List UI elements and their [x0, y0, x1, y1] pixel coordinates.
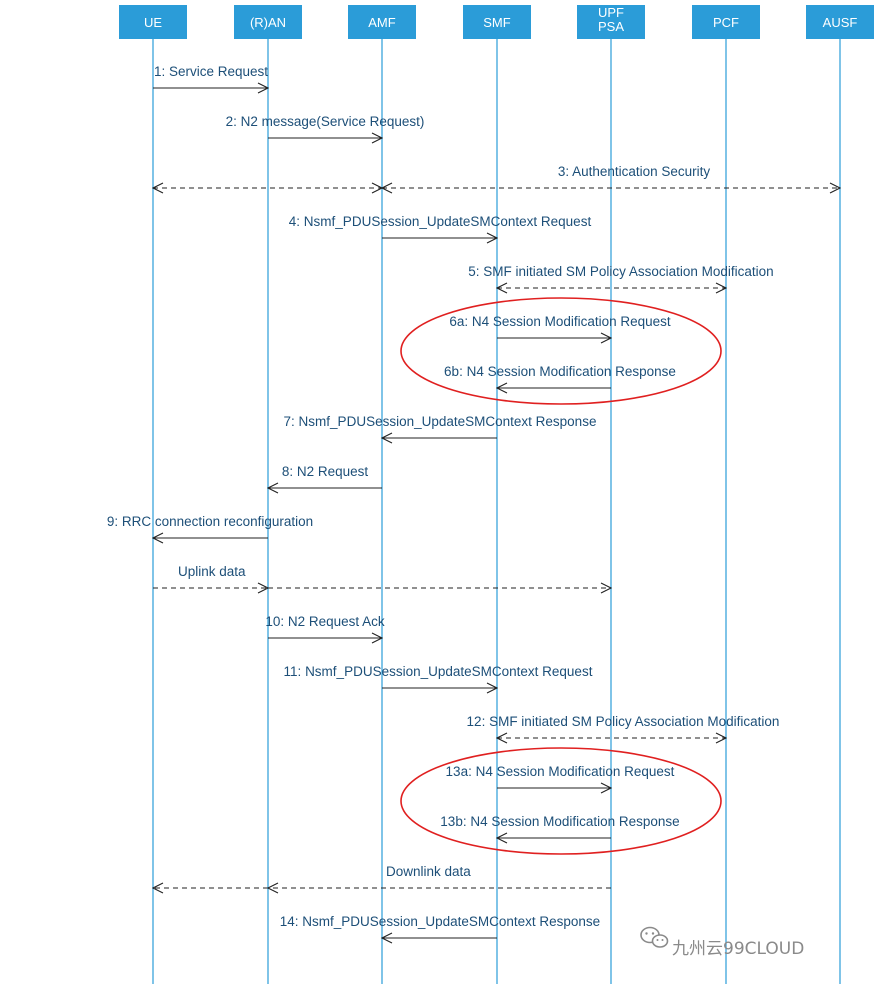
message-label: 11: Nsmf_PDUSession_UpdateSMContext Requ… — [284, 664, 593, 679]
message-label: 1: Service Request — [154, 64, 268, 79]
participant-box — [234, 5, 302, 39]
message-12: 10: N2 Request Ack — [265, 614, 385, 638]
message-label: 13b: N4 Session Modification Response — [440, 814, 679, 829]
message-11: Uplink data — [153, 564, 611, 588]
participant-ran: (R)AN — [234, 5, 302, 39]
message-label: 13a: N4 Session Modification Request — [446, 764, 675, 779]
message-2: 2: N2 message(Service Request) — [226, 114, 425, 138]
participant-box — [463, 5, 531, 39]
participant-label: SMF — [483, 15, 511, 30]
message-label: Uplink data — [178, 564, 246, 579]
participant-label: (R)AN — [250, 15, 286, 30]
message-10: 9: RRC connection reconfiguration — [107, 514, 313, 538]
participant-label: AUSF — [823, 15, 858, 30]
watermark-text: 九州云99CLOUD — [672, 939, 804, 959]
message-8: 7: Nsmf_PDUSession_UpdateSMContext Respo… — [284, 414, 597, 438]
participant-smf: SMF — [463, 5, 531, 39]
message-14: 12: SMF initiated SM Policy Association … — [467, 714, 780, 738]
message-3: 3: Authentication Security — [153, 164, 840, 188]
message-16: 13b: N4 Session Modification Response — [440, 814, 680, 838]
participant-box — [692, 5, 760, 39]
message-label: 8: N2 Request — [282, 464, 369, 479]
message-9: 8: N2 Request — [268, 464, 382, 488]
participant-ausf: AUSF — [806, 5, 874, 39]
message-1: 1: Service Request — [153, 64, 268, 88]
message-label: 3: Authentication Security — [558, 164, 711, 179]
highlight-group — [400, 297, 722, 855]
lifelines — [152, 39, 841, 984]
message-4: 4: Nsmf_PDUSession_UpdateSMContext Reque… — [289, 214, 592, 238]
message-label: 9: RRC connection reconfiguration — [107, 514, 313, 529]
participant-label: AMF — [368, 15, 396, 30]
highlight-ellipse — [400, 297, 722, 405]
participant-amf: AMF — [348, 5, 416, 39]
participant-box — [577, 5, 645, 39]
message-label: 5: SMF initiated SM Policy Association M… — [468, 264, 773, 279]
message-7: 6b: N4 Session Modification Response — [444, 364, 676, 388]
participant-box — [348, 5, 416, 39]
participant-label: UE — [144, 15, 162, 30]
participant-box — [806, 5, 874, 39]
message-label: 14: Nsmf_PDUSession_UpdateSMContext Resp… — [280, 914, 600, 929]
message-15: 13a: N4 Session Modification Request — [446, 764, 675, 788]
message-label: 10: N2 Request Ack — [265, 614, 385, 629]
wechat-icon — [640, 926, 669, 948]
message-label: 4: Nsmf_PDUSession_UpdateSMContext Reque… — [289, 214, 592, 229]
message-18: 14: Nsmf_PDUSession_UpdateSMContext Resp… — [280, 914, 600, 938]
messages: 1: Service Request 2: N2 message(Service … — [107, 64, 840, 938]
message-label: 6a: N4 Session Modification Request — [449, 314, 671, 329]
participant-label: PCF — [713, 15, 739, 30]
message-label: 12: SMF initiated SM Policy Association … — [467, 714, 780, 729]
message-label: 2: N2 message(Service Request) — [226, 114, 425, 129]
message-label: 7: Nsmf_PDUSession_UpdateSMContext Respo… — [284, 414, 597, 429]
participant-ue: UE — [119, 5, 187, 39]
watermark: 九州云99CLOUD — [640, 926, 804, 959]
message-label: 6b: N4 Session Modification Response — [444, 364, 676, 379]
message-6: 6a: N4 Session Modification Request — [449, 314, 671, 338]
participant-pcf: PCF — [692, 5, 760, 39]
message-5: 5: SMF initiated SM Policy Association M… — [468, 264, 774, 288]
message-17: Downlink data — [153, 864, 611, 888]
participant-box — [119, 5, 187, 39]
highlight-ellipse — [400, 747, 722, 855]
message-13: 11: Nsmf_PDUSession_UpdateSMContext Requ… — [284, 664, 593, 688]
message-label: Downlink data — [386, 864, 471, 879]
